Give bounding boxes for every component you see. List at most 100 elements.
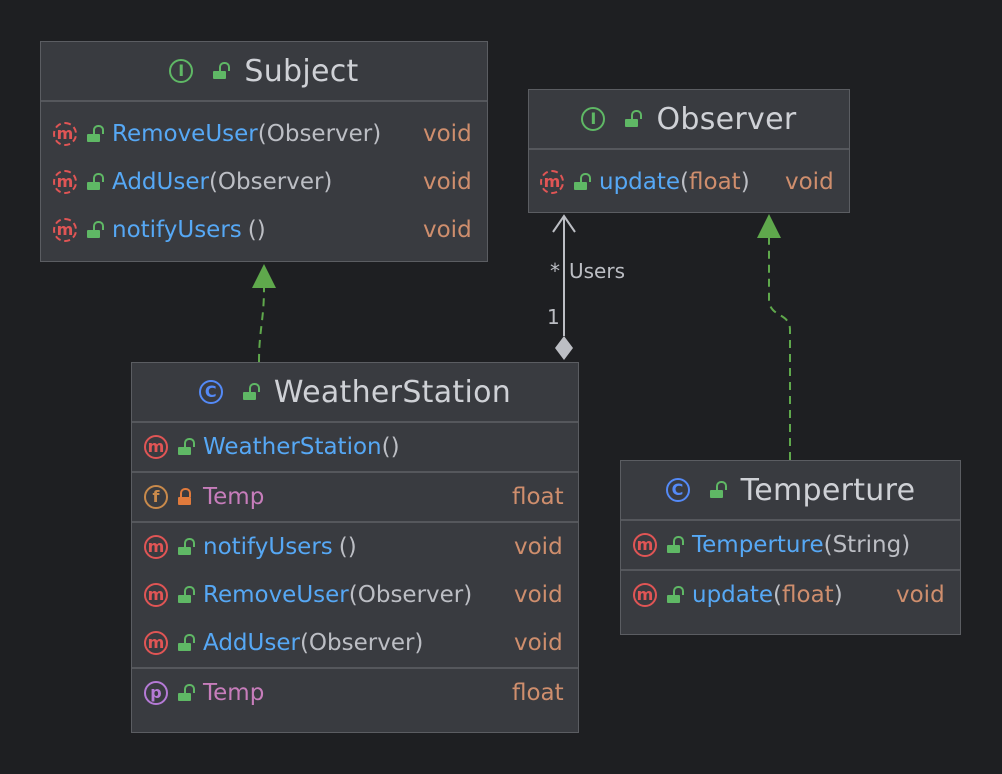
public-lock-icon [667,586,684,603]
method-icon: m [633,583,657,607]
method-name: notifyUsers [203,534,333,560]
method-paren-open: ( [680,169,690,195]
method-params: (Observer) [257,121,382,147]
observer-interface-node[interactable]: I Observer m update(float) void [528,89,850,213]
weatherstation-title: C WeatherStation [132,363,578,423]
method-row[interactable]: m RemoveUser(Observer) void [132,571,578,619]
public-lock-icon [709,481,727,498]
public-lock-icon [87,125,104,142]
class-icon: C [198,380,223,404]
method-params: () [247,217,266,243]
method-name: RemoveUser [203,582,349,608]
private-lock-icon [178,488,191,505]
return-type: void [896,582,945,608]
method-params: (Observer) [208,169,333,195]
method-paren-close: ) [833,582,843,608]
weatherstation-class-node[interactable]: C WeatherStation m WeatherStation() f Te… [131,362,579,733]
method-name: update [599,169,681,195]
association-target-multiplicity: * [550,259,560,283]
field-icon: f [144,485,168,509]
observer-methods: m update(float) void [529,150,849,206]
method-row[interactable]: m notifyUsers() void [132,523,578,571]
property-type: float [512,680,564,706]
return-type: void [514,630,563,656]
public-lock-icon [242,383,260,400]
public-lock-icon [667,536,684,553]
method-icon: m [53,170,77,194]
method-paren-close: ) [740,169,750,195]
subject-title: I Subject [41,42,487,102]
subject-name: Subject [244,53,359,89]
realization-temperture-observer [768,238,791,460]
weatherstation-constructors: m WeatherStation() [132,423,578,473]
public-lock-icon [213,62,231,79]
interface-icon: I [581,107,606,131]
return-type: void [423,217,472,243]
realization-weatherstation-subject [258,287,265,363]
method-icon: m [144,583,168,607]
method-icon: m [540,170,564,194]
constructor-name: Temperture [692,532,824,558]
temperture-methods: m update(float) void [621,571,960,619]
method-paren-open: ( [773,582,783,608]
field-row[interactable]: f Temp float [132,473,578,521]
association-source-multiplicity: 1 [547,305,560,329]
method-icon: m [144,535,168,559]
temperture-class-node[interactable]: C Temperture m Temperture(String) m upda… [620,460,961,635]
method-row[interactable]: m update(float) void [529,158,849,206]
method-name: RemoveUser [112,121,258,147]
method-row[interactable]: m notifyUsers() void [41,206,487,254]
method-icon: m [633,533,657,557]
subject-interface-node[interactable]: I Subject m RemoveUser(Observer) void m … [40,41,488,262]
property-row[interactable]: p Temp float [132,669,578,717]
field-name: Temp [203,484,265,510]
method-icon: m [144,631,168,655]
public-lock-icon [178,634,195,651]
method-row[interactable]: m AddUser(Observer) void [132,619,578,667]
constructor-params: (String) [823,532,911,558]
public-lock-icon [574,173,591,190]
public-lock-icon [87,173,104,190]
return-type: void [514,582,563,608]
return-type: void [423,169,472,195]
method-name: AddUser [112,169,209,195]
realization-arrowhead-subject [252,264,276,288]
realization-arrowhead-observer [757,214,781,238]
method-row[interactable]: m AddUser(Observer) void [41,158,487,206]
public-lock-icon [178,684,195,701]
method-icon: m [53,122,77,146]
association-role-label: Users [569,259,626,283]
method-params: (Observer) [299,630,424,656]
return-type: void [785,169,834,195]
weatherstation-name: WeatherStation [273,374,512,410]
public-lock-icon [87,221,104,238]
temperture-title: C Temperture [621,461,960,521]
composition-diamond [555,336,573,360]
method-params: (Observer) [348,582,473,608]
interface-icon: I [169,59,194,83]
temperture-constructors: m Temperture(String) [621,521,960,571]
method-row[interactable]: m update(float) void [621,571,960,619]
subject-methods: m RemoveUser(Observer) void m AddUser(Ob… [41,102,487,254]
observer-name: Observer [656,101,797,137]
method-params: () [338,534,357,560]
method-name: AddUser [203,630,300,656]
method-param-type: float [782,582,834,608]
method-name: update [692,582,774,608]
field-type: float [512,484,564,510]
constructor-row[interactable]: m Temperture(String) [621,521,960,569]
weatherstation-properties: p Temp float [132,669,578,717]
observer-title: I Observer [529,90,849,150]
property-icon: p [144,681,168,705]
public-lock-icon [625,110,643,127]
method-name: notifyUsers [112,217,242,243]
class-icon: C [665,478,690,502]
method-row[interactable]: m RemoveUser(Observer) void [41,110,487,158]
association-arrowhead [552,214,576,233]
method-param-type: float [689,169,741,195]
return-type: void [423,121,472,147]
constructor-row[interactable]: m WeatherStation() [132,423,578,471]
property-name: Temp [203,680,265,706]
method-icon: m [144,435,168,459]
